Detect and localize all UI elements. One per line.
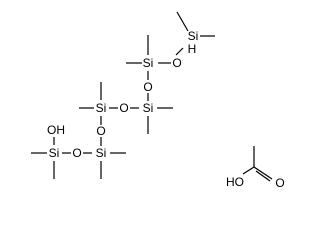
bond-acetic-c-o-double-1 xyxy=(253,166,273,180)
atom-o-bottom: O xyxy=(72,146,81,160)
atom-o-mid: O xyxy=(119,101,128,115)
siloxane-atom-labels: Si H O Si O Si O Si O Si O Si OH xyxy=(47,29,198,160)
atom-acetic-o: O xyxy=(275,176,284,190)
atom-o-upper: O xyxy=(143,80,152,94)
atom-h-on-si: H xyxy=(188,42,197,56)
bond-acetic-c-o-double-2 xyxy=(255,170,271,182)
atom-si-top: Si xyxy=(143,56,154,70)
atom-si-mid-left: Si xyxy=(96,101,107,115)
atom-acetic-ho: HO xyxy=(226,175,244,189)
atom-si-mid-right: Si xyxy=(143,101,154,115)
bond-methyl-si-h xyxy=(176,11,189,32)
bond-acetic-c-oh xyxy=(242,166,255,175)
atom-si-bottom-right: Si xyxy=(96,146,107,160)
bond-si-h-o-top xyxy=(175,47,184,56)
acetic-acid: HO O xyxy=(226,146,285,190)
atom-o-top: O xyxy=(172,56,181,70)
atom-o-lower: O xyxy=(96,124,105,138)
molecule-structure-diagram: Si H O Si O Si O Si O Si O Si OH HO O xyxy=(31,11,285,190)
siloxane-bonds xyxy=(31,11,215,179)
atom-si-h: Si xyxy=(188,29,199,43)
atom-oh: OH xyxy=(47,123,65,137)
atom-si-bottom-left: Si xyxy=(49,146,60,160)
